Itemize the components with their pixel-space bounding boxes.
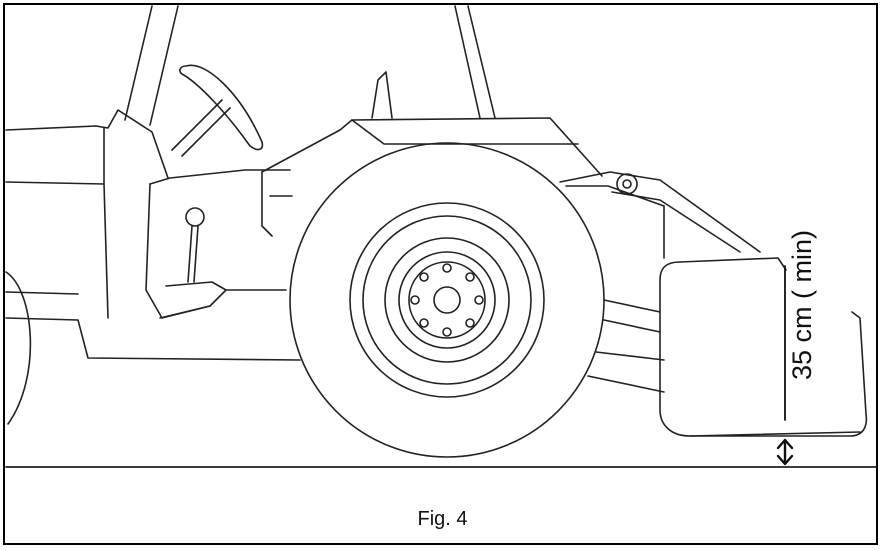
- figure-frame: [3, 3, 878, 545]
- dash-and-floor: [145, 169, 291, 319]
- rear-wheel-partial: [5, 271, 32, 425]
- steering-wheel: [171, 64, 264, 157]
- roll-bar: [124, 5, 496, 126]
- mower-implement: [659, 257, 868, 437]
- gear-lever: [185, 207, 205, 283]
- clearance-dimension: [776, 265, 794, 466]
- front-wheel: [289, 142, 605, 458]
- hood: [261, 71, 603, 237]
- tractor-body-rear: [5, 109, 301, 361]
- figure-caption: Fig. 4: [417, 508, 468, 530]
- clearance-dimension-label: 35 cm ( min): [787, 229, 817, 380]
- hitch-linkage: [559, 171, 761, 393]
